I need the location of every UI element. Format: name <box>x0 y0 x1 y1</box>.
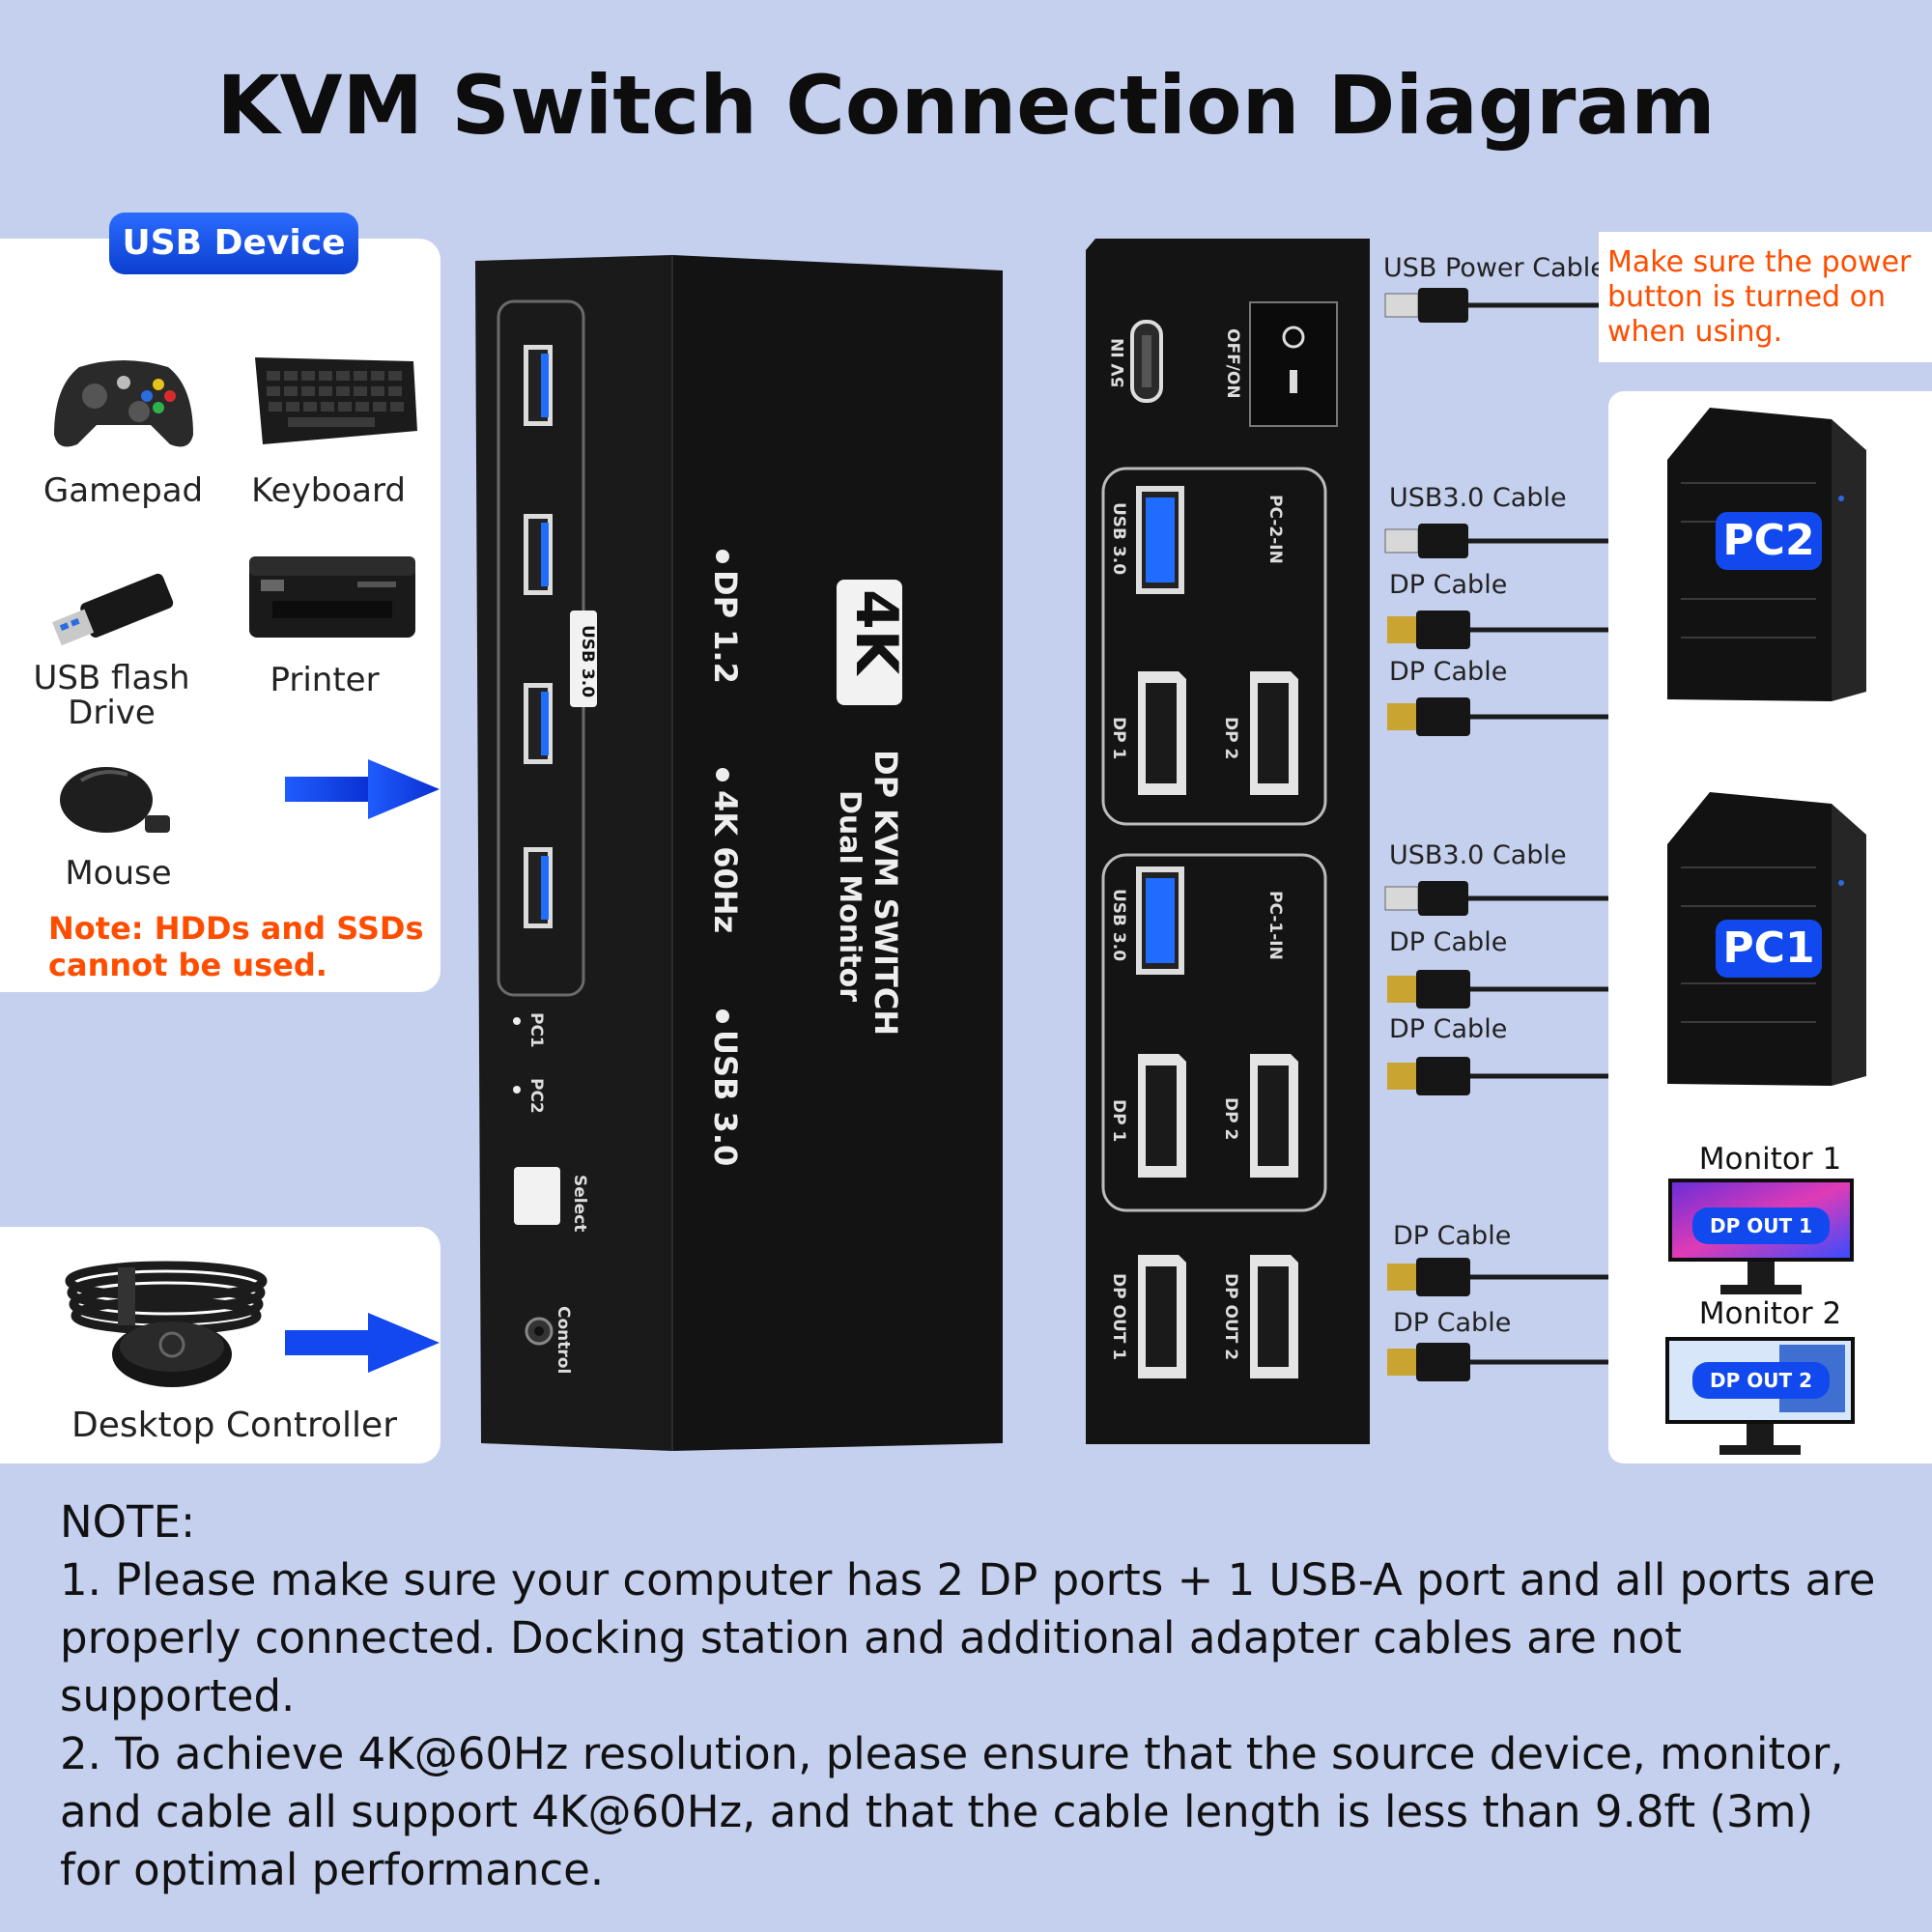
gamepad-icon <box>54 360 193 447</box>
page-title: KVM Switch Connection Diagram <box>216 58 1716 153</box>
product-name-line2: Dual Monitor <box>833 790 867 1003</box>
usb3-cable-pc1-label: USB3.0 Cable <box>1389 840 1567 870</box>
feature-usb30: USB 3.0 <box>707 1030 744 1167</box>
pc2-badge: PC2 <box>1716 512 1822 570</box>
note-item-2: 2. To achieve 4K@60Hz resolution, please… <box>60 1728 1844 1895</box>
desktop-controller-icon <box>65 1261 268 1387</box>
usb-flash-drive-label: USB flash Drive <box>33 659 190 732</box>
select-button-label: Select <box>570 1175 589 1233</box>
note-item-1: 1. Please make sure your computer has 2 … <box>60 1554 1876 1721</box>
led-pc1-label: PC1 <box>526 1012 546 1048</box>
keyboard-icon <box>255 357 417 444</box>
dp-cable-pc1-a-label: DP Cable <box>1389 927 1508 957</box>
product-name-line1: DP KVM SWITCH <box>867 750 904 1037</box>
desktop-controller-label: Desktop Controller <box>71 1406 397 1445</box>
usb-device-badge: USB Device <box>109 213 358 274</box>
dp-cable-monitor1-label: DP Cable <box>1393 1221 1512 1251</box>
mouse-label: Mouse <box>65 854 172 893</box>
pc2-dp2-label: DP 2 <box>1221 717 1240 760</box>
power-note-text: Make sure the power button is turned on … <box>1607 245 1912 349</box>
usb-power-cable-label: USB Power Cable <box>1383 253 1606 283</box>
pc1-dp2-label: DP 2 <box>1221 1097 1240 1141</box>
dp-out1-label: DP OUT 1 <box>1109 1273 1128 1361</box>
usb-device-warning: Note: HDDs and SSDs cannot be used. <box>48 910 424 983</box>
feature-4k60: 4K 60Hz <box>707 790 744 934</box>
dp-cable-pc2-a-label: DP Cable <box>1389 570 1508 600</box>
dp-cable-monitor2-label: DP Cable <box>1393 1308 1512 1338</box>
monitor1-title: Monitor 1 <box>1698 1142 1842 1177</box>
power-in-label: 5V IN <box>1109 338 1128 388</box>
feature-dp12: DP 1.2 <box>707 570 744 684</box>
pc2-usb-label: USB 3.0 <box>1109 502 1128 576</box>
power-note-box <box>1599 232 1932 362</box>
pc1-group-label: PC-1-IN <box>1265 891 1285 960</box>
usb-flash-drive-icon <box>52 573 174 646</box>
front-usb-label: USB 3.0 <box>570 611 597 707</box>
dp-cable-pc2-b-label: DP Cable <box>1389 657 1508 687</box>
gamepad-label: Gamepad <box>43 471 204 510</box>
usb3-cable-pc2-label: USB3.0 Cable <box>1389 483 1567 513</box>
pc2-group-label: PC-2-IN <box>1265 495 1285 564</box>
pc1-usb-label: USB 3.0 <box>1109 889 1128 962</box>
cable-lines <box>1384 288 1613 1381</box>
power-switch-label: OFF/ON <box>1223 328 1242 399</box>
notes-heading: NOTE: <box>60 1496 196 1548</box>
arrow-right-icon <box>285 759 440 819</box>
dp-cable-pc1-b-label: DP Cable <box>1389 1014 1508 1044</box>
keyboard-label: Keyboard <box>251 471 406 510</box>
monitor2-badge: DP OUT 2 <box>1692 1362 1830 1399</box>
arrow-right-icon <box>285 1313 440 1373</box>
pc1-badge: PC1 <box>1716 920 1822 978</box>
control-port-label: Control <box>554 1306 573 1375</box>
mouse-icon <box>60 767 170 833</box>
badge-4k: 4K <box>842 589 910 675</box>
dp-out2-label: DP OUT 2 <box>1221 1273 1240 1361</box>
led-pc2-label: PC2 <box>526 1078 546 1114</box>
printer-label: Printer <box>270 661 380 699</box>
monitor1-badge: DP OUT 1 <box>1692 1208 1830 1244</box>
pc2-dp1-label: DP 1 <box>1109 717 1128 760</box>
monitor2-title: Monitor 2 <box>1698 1296 1842 1331</box>
pc1-dp1-label: DP 1 <box>1109 1099 1128 1143</box>
kvm-switch-back <box>1086 239 1370 1444</box>
printer-icon <box>249 556 415 638</box>
kvm-switch-front <box>475 255 1003 1451</box>
